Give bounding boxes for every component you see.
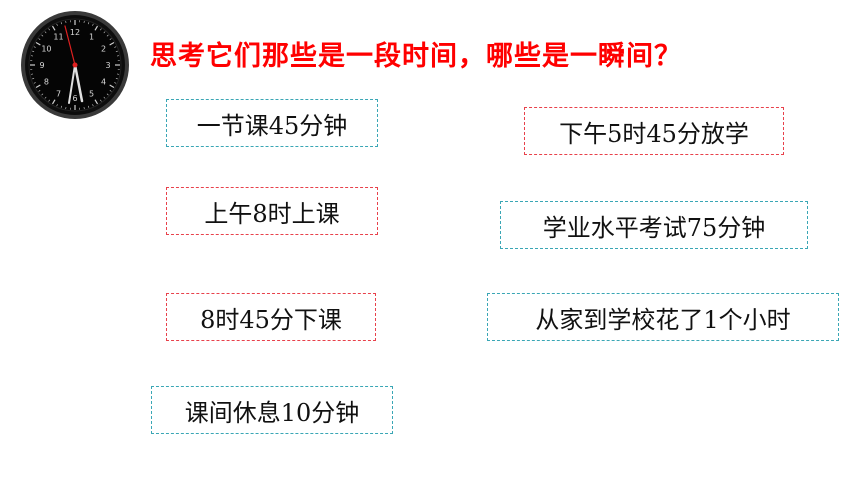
svg-text:3: 3 xyxy=(105,61,110,70)
clock-hour-hand xyxy=(73,63,84,103)
item-box-1[interactable]: 一节课45分钟 xyxy=(166,99,378,147)
page-title: 思考它们那些是一段时间，哪些是一瞬间？ xyxy=(150,41,682,72)
svg-text:8: 8 xyxy=(44,78,49,87)
item-box-3[interactable]: 8时45分下课 xyxy=(166,293,376,341)
clock-minute-hand xyxy=(68,64,76,104)
item-box-7[interactable]: 从家到学校花了1个小时 xyxy=(487,293,839,341)
svg-text:10: 10 xyxy=(41,45,51,54)
svg-text:4: 4 xyxy=(101,78,106,87)
svg-text:11: 11 xyxy=(53,32,63,41)
svg-text:9: 9 xyxy=(39,61,44,70)
svg-text:1: 1 xyxy=(89,32,94,41)
svg-text:7: 7 xyxy=(56,90,61,99)
svg-text:2: 2 xyxy=(101,45,106,54)
item-box-6[interactable]: 学业水平考试75分钟 xyxy=(500,201,808,249)
clock-second-hand xyxy=(64,25,76,66)
item-box-2[interactable]: 上午8时上课 xyxy=(166,187,378,235)
item-box-5[interactable]: 下午5时45分放学 xyxy=(524,107,784,155)
item-box-4[interactable]: 课间休息10分钟 xyxy=(151,386,393,434)
svg-text:6: 6 xyxy=(72,94,77,103)
svg-text:5: 5 xyxy=(89,90,94,99)
svg-text:12: 12 xyxy=(70,28,80,37)
